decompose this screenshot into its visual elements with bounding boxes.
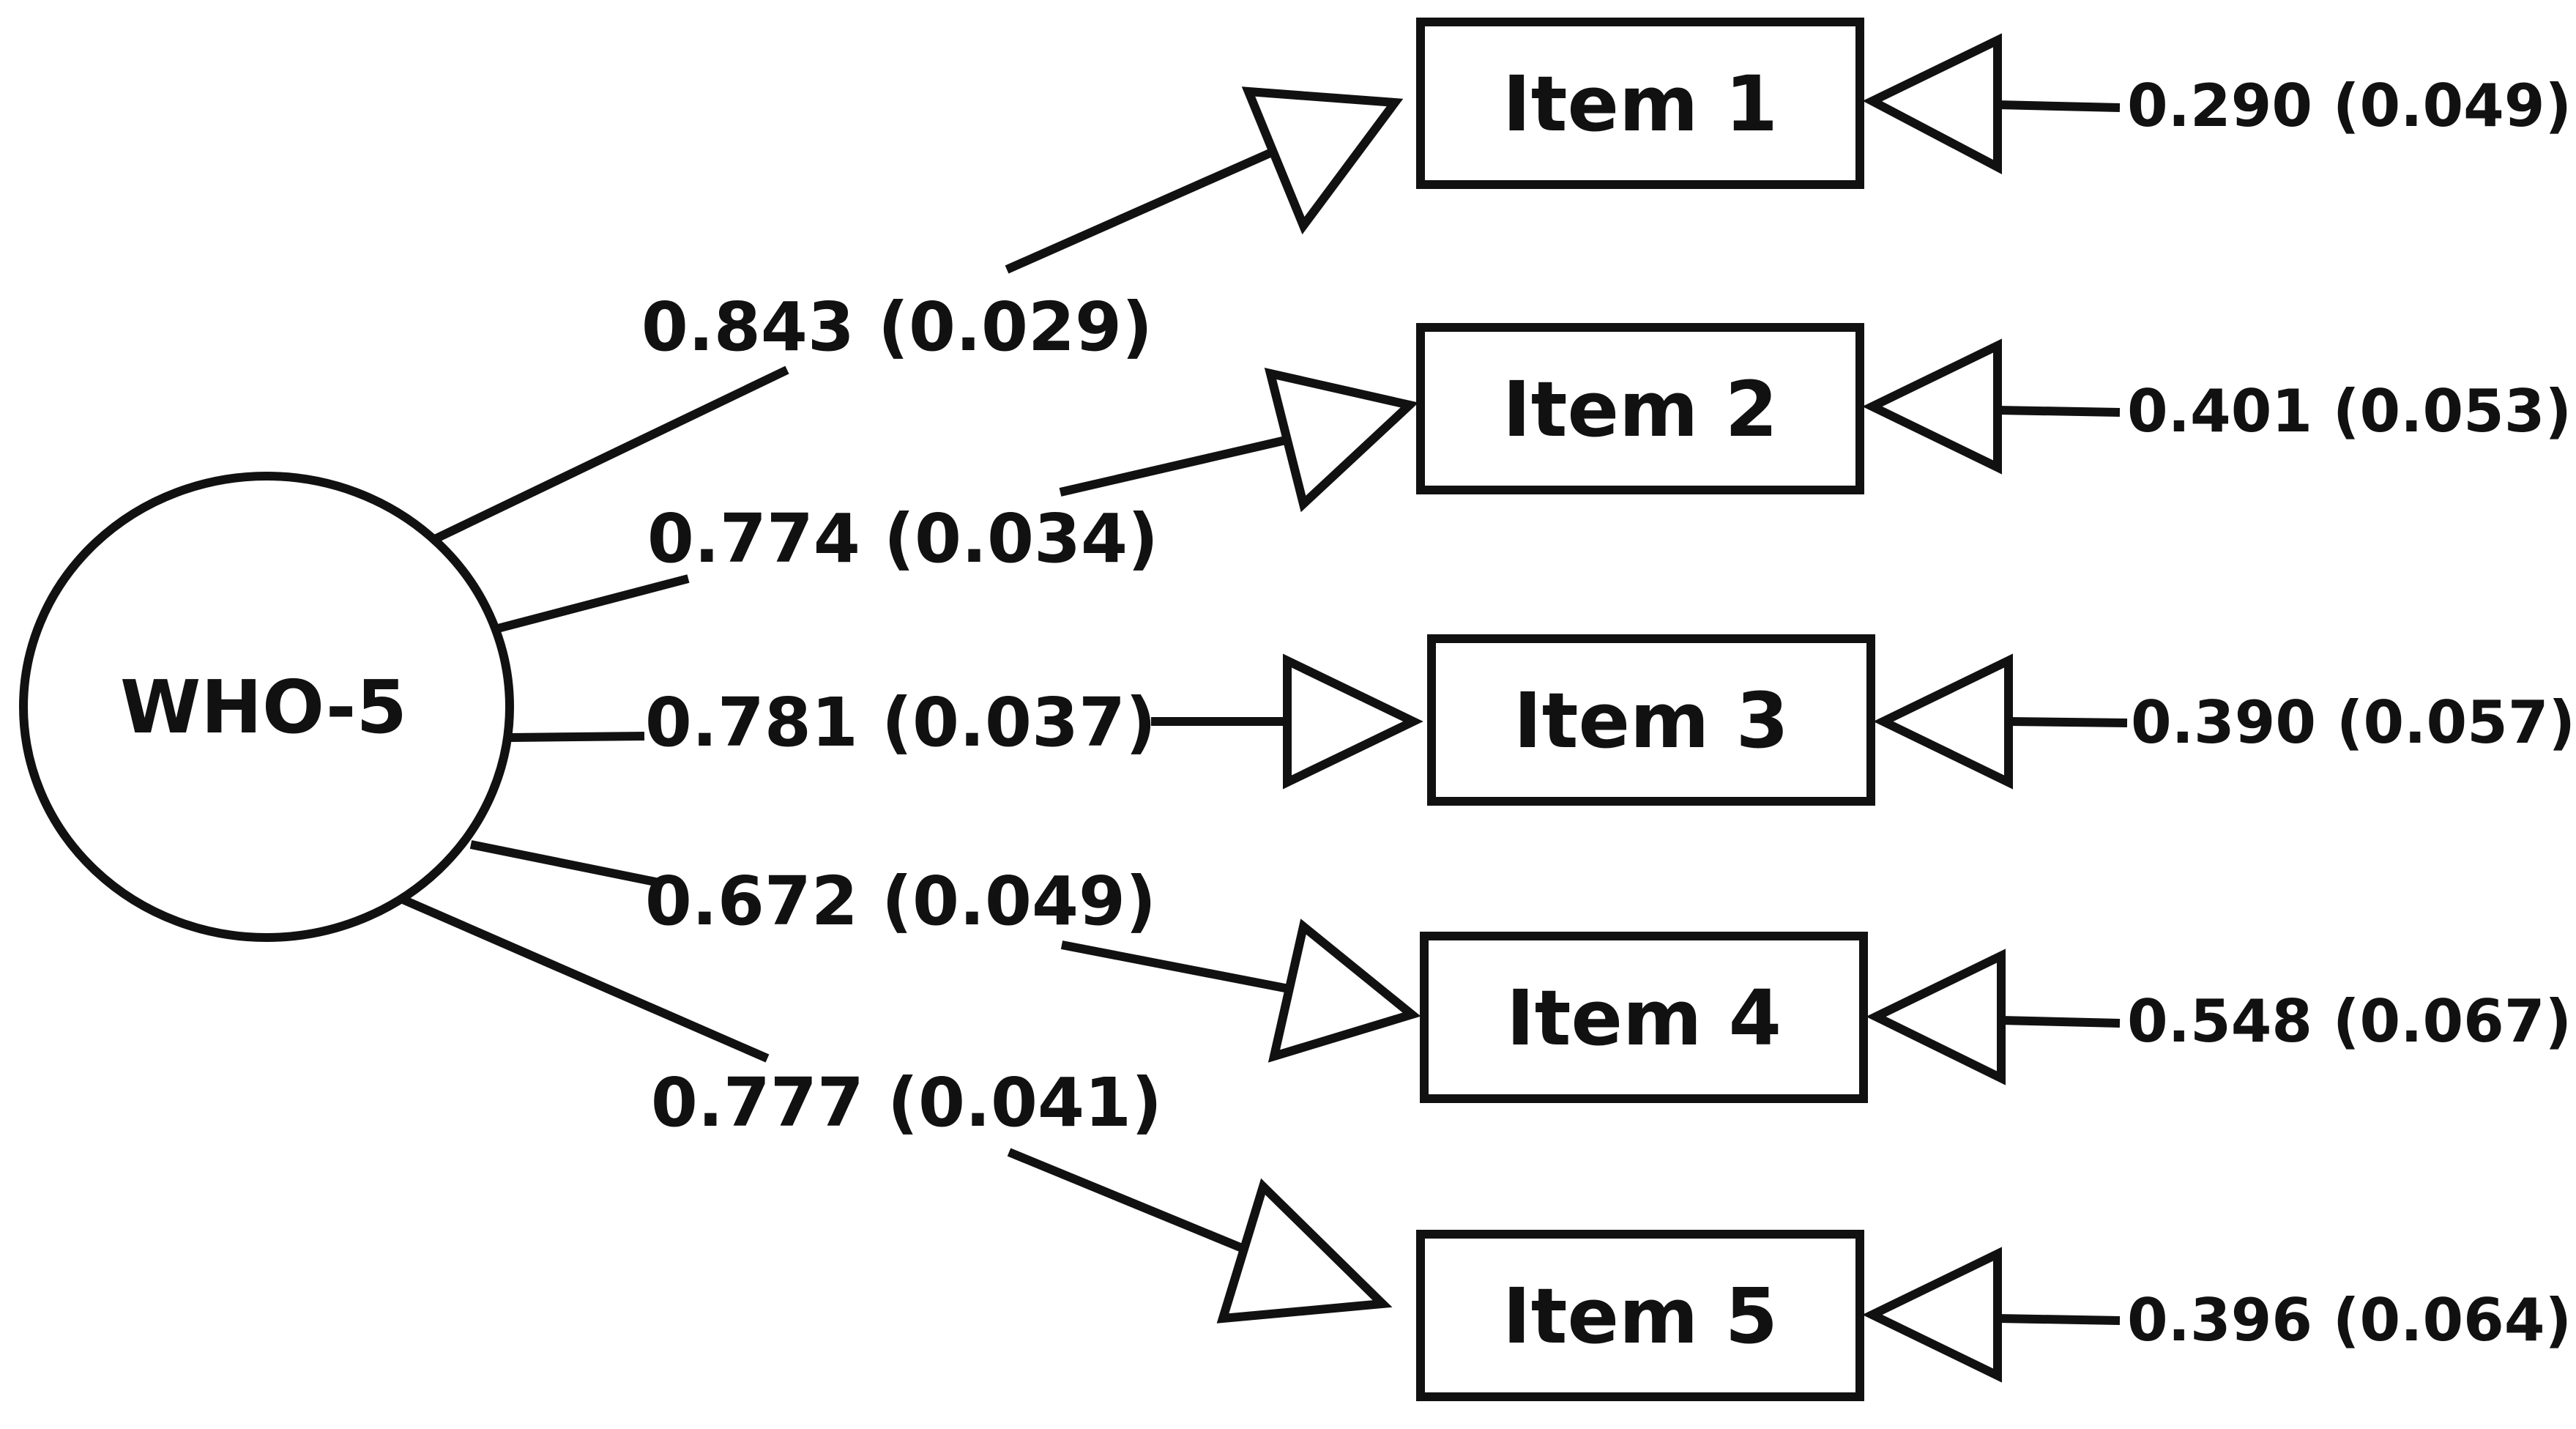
- loading-path-4: [469, 840, 1421, 1063]
- error-arrow-head-3: [1873, 653, 2013, 790]
- error-arrow-head-2: [1862, 338, 2002, 475]
- item-label-4: Item 4: [1506, 973, 1782, 1063]
- arrow-head-5: [1216, 1178, 1393, 1324]
- item-box-3: [1427, 634, 1875, 806]
- loading-path-1: [434, 86, 1404, 543]
- error-path-4: [1866, 949, 2121, 1085]
- arrow-head-2: [1264, 367, 1419, 513]
- error-path-1: [1862, 33, 2121, 174]
- loading-label-2: 0.774 (0.034): [647, 500, 1158, 578]
- item-node-3: Item 3: [1427, 634, 1875, 806]
- error-path-5: [1862, 1247, 2121, 1383]
- loading-label-3: 0.781 (0.037): [645, 683, 1156, 762]
- loading-label-5: 0.777 (0.041): [651, 1064, 1162, 1142]
- loading-path-2: [496, 367, 1419, 633]
- error-path-2: [1862, 338, 2121, 475]
- error-arrow-head-1: [1862, 33, 2002, 174]
- error-label-3: 0.390 (0.057): [2131, 688, 2575, 757]
- item-label-2: Item 2: [1503, 365, 1778, 454]
- arrow-head-1: [1241, 86, 1404, 235]
- item-label-5: Item 5: [1503, 1272, 1778, 1361]
- item-node-1: Item 1: [1416, 18, 1864, 189]
- item-box-5: [1416, 1230, 1864, 1401]
- item-box-1: [1416, 18, 1864, 189]
- item-label-1: Item 1: [1503, 59, 1778, 149]
- latent-factor-circle: [19, 472, 514, 942]
- item-label-3: Item 3: [1514, 676, 1789, 765]
- item-node-4: Item 4: [1420, 932, 1868, 1103]
- error-label-4: 0.548 (0.067): [2127, 987, 2572, 1055]
- item-box-2: [1416, 323, 1864, 494]
- error-label-2: 0.401 (0.053): [2127, 377, 2572, 445]
- arrow-head-3: [1283, 653, 1423, 790]
- error-label-1: 0.290 (0.049): [2127, 72, 2572, 140]
- latent-factor-node: WHO-5: [19, 472, 514, 942]
- error-arrow-head-5: [1862, 1247, 2002, 1383]
- loading-path-5: [401, 895, 1393, 1324]
- item-node-5: Item 5: [1416, 1230, 1864, 1401]
- error-path-3: [1873, 653, 2128, 790]
- item-node-2: Item 2: [1416, 323, 1864, 494]
- loading-label-1: 0.843 (0.029): [641, 288, 1153, 366]
- error-arrow-head-4: [1866, 949, 2006, 1085]
- loading-label-4: 0.672 (0.049): [645, 862, 1156, 940]
- loading-path-3: [509, 653, 1423, 790]
- item-box-4: [1420, 932, 1868, 1103]
- error-label-5: 0.396 (0.064): [2127, 1286, 2572, 1354]
- latent-factor-label: WHO-5: [120, 664, 407, 750]
- arrow-head-4: [1267, 918, 1421, 1063]
